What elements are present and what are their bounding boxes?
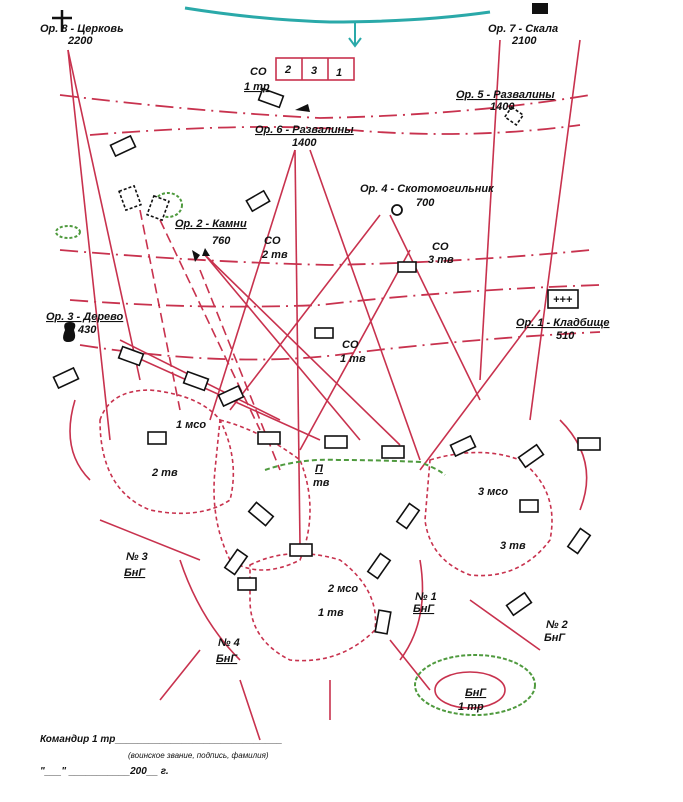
unit-mso3-title: 3 мсо xyxy=(478,486,508,498)
commander-label: Командир 1 тр xyxy=(40,734,116,745)
unit-bng-main-title: БнГ xyxy=(465,687,487,699)
landmark-cattle-dist: 700 xyxy=(416,197,435,209)
sector-lines xyxy=(67,39,581,546)
unit-so2-sub: 2 тв xyxy=(261,249,288,261)
cattle-icon xyxy=(391,204,403,216)
river-arrow xyxy=(348,22,362,48)
landmark-ruins6-dist: 1400 xyxy=(292,137,317,149)
unit-bng4-sub: БнГ xyxy=(216,653,238,665)
unit-mso2-title: 2 мсо xyxy=(327,583,358,595)
unit-so-top-title: СО xyxy=(250,66,267,78)
unit-bng3-title: № 3 xyxy=(126,551,148,563)
landmark-cemetery-name: Ор. 1 - Кладбище xyxy=(516,317,609,329)
unit-symbols xyxy=(52,87,601,635)
stones-icon xyxy=(192,248,210,262)
command-cell-1: 2 xyxy=(284,64,291,76)
unit-so1-title: СО xyxy=(342,339,359,351)
unit-mso1-title: 1 мсо xyxy=(176,419,206,431)
unit-bng2-title: № 2 xyxy=(546,619,568,631)
landmark-ruins5-dist: 1400 xyxy=(490,101,515,113)
unit-p-title: П xyxy=(315,463,324,475)
landmark-stones-dist: 760 xyxy=(212,235,231,247)
landmark-ruins5-name: Ор. 5 - Развалины xyxy=(456,89,555,101)
unit-bng-main-sub: 1 тр xyxy=(458,701,484,713)
landmark-cemetery-dist: 510 xyxy=(556,330,575,342)
map-footer: Командир 1 тр___________________________… xyxy=(40,732,460,780)
commander-blank: ______________________________ xyxy=(115,734,283,745)
plus-box-text: +++ xyxy=(553,294,573,306)
command-cell-3: 1 xyxy=(336,67,342,79)
rock-icon xyxy=(532,3,548,14)
unit-mso3-sub: 3 тв xyxy=(500,540,526,552)
unit-mso1-sub: 2 тв xyxy=(151,467,178,479)
landmark-stones-name: Ор. 2 - Камни xyxy=(175,218,247,230)
vegetation xyxy=(55,192,536,716)
landmark-cattle-name: Ор. 4 - Скотомогильник xyxy=(360,183,495,195)
gun-icon xyxy=(295,104,310,112)
landmark-rock-dist: 2100 xyxy=(511,35,537,47)
phase-lines xyxy=(59,94,601,361)
unit-so2-title: СО xyxy=(264,235,281,247)
command-cell-2: 3 xyxy=(311,65,317,77)
command-box xyxy=(275,57,355,81)
church-icon xyxy=(52,10,72,32)
unit-bng3-sub: БнГ xyxy=(124,567,146,579)
landmark-tree-name: Ор. 3 - Дерево xyxy=(46,311,124,323)
commander-line: Командир 1 тр___________________________… xyxy=(40,732,460,748)
unit-so1-sub: 1 тв xyxy=(340,353,366,365)
landmark-church-dist: 2200 xyxy=(67,35,93,47)
tree-icon xyxy=(63,322,76,342)
unit-bng1-sub: БнГ xyxy=(413,603,435,615)
landmark-church-name: Ор. 8 - Церковь xyxy=(40,23,124,35)
unit-so3-title: СО xyxy=(432,241,449,253)
landmark-icons xyxy=(52,3,548,342)
commander-caption: (воинское звание, подпись, фамилия) xyxy=(128,751,269,760)
strongpoints xyxy=(69,389,588,741)
reserve-area xyxy=(434,671,506,709)
river xyxy=(184,6,491,24)
unit-p-sub: тв xyxy=(313,477,330,489)
landmark-rock-name: Ор. 7 - Скала xyxy=(488,23,558,35)
landmark-tree-dist: 430 xyxy=(77,324,97,336)
unit-bng2-sub: БнГ xyxy=(544,632,566,644)
unit-so3-sub: 3 тв xyxy=(428,254,454,266)
unit-mso2-sub: 1 тв xyxy=(318,607,344,619)
landmark-ruins6-name: Ор. 6 - Развалины xyxy=(255,124,354,136)
unit-bng1-title: № 1 xyxy=(415,591,437,603)
date-line: "___" ___________200__ г. xyxy=(40,766,169,777)
unit-so-top-sub: 1 тр xyxy=(244,81,270,93)
unit-bng4-title: № 4 xyxy=(218,637,240,649)
